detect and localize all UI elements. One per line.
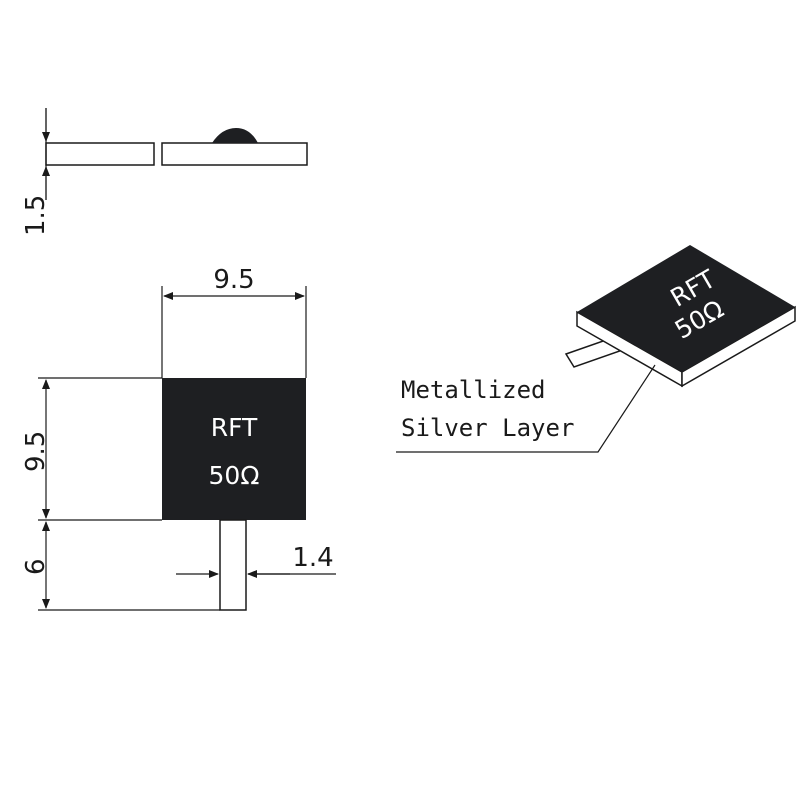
side-view-body bbox=[161, 142, 308, 166]
top-view: 9.5 RFT 50Ω 9.5 6 1.4 bbox=[21, 265, 336, 611]
side-view-tab bbox=[45, 142, 155, 166]
chip-body bbox=[162, 378, 306, 520]
callout-line2: Silver Layer bbox=[401, 414, 574, 442]
width-label: 9.5 bbox=[213, 265, 254, 295]
side-view: 1.5 bbox=[21, 108, 308, 236]
chip-value-label: 50Ω bbox=[209, 461, 260, 490]
callout: Metallized Silver Layer bbox=[396, 364, 656, 453]
thickness-label: 1.5 bbox=[21, 195, 51, 236]
side-view-bump bbox=[212, 128, 258, 143]
chip-tab bbox=[219, 519, 247, 611]
callout-leader bbox=[396, 364, 656, 453]
callout-line1: Metallized bbox=[401, 376, 546, 404]
isometric-view: RFT 50Ω bbox=[564, 245, 796, 388]
tab-length-label: 6 bbox=[21, 558, 51, 575]
tab-width-label: 1.4 bbox=[292, 543, 333, 573]
chip-brand-label: RFT bbox=[211, 413, 258, 442]
height-label: 9.5 bbox=[21, 431, 51, 472]
iso-top-face bbox=[577, 245, 795, 372]
